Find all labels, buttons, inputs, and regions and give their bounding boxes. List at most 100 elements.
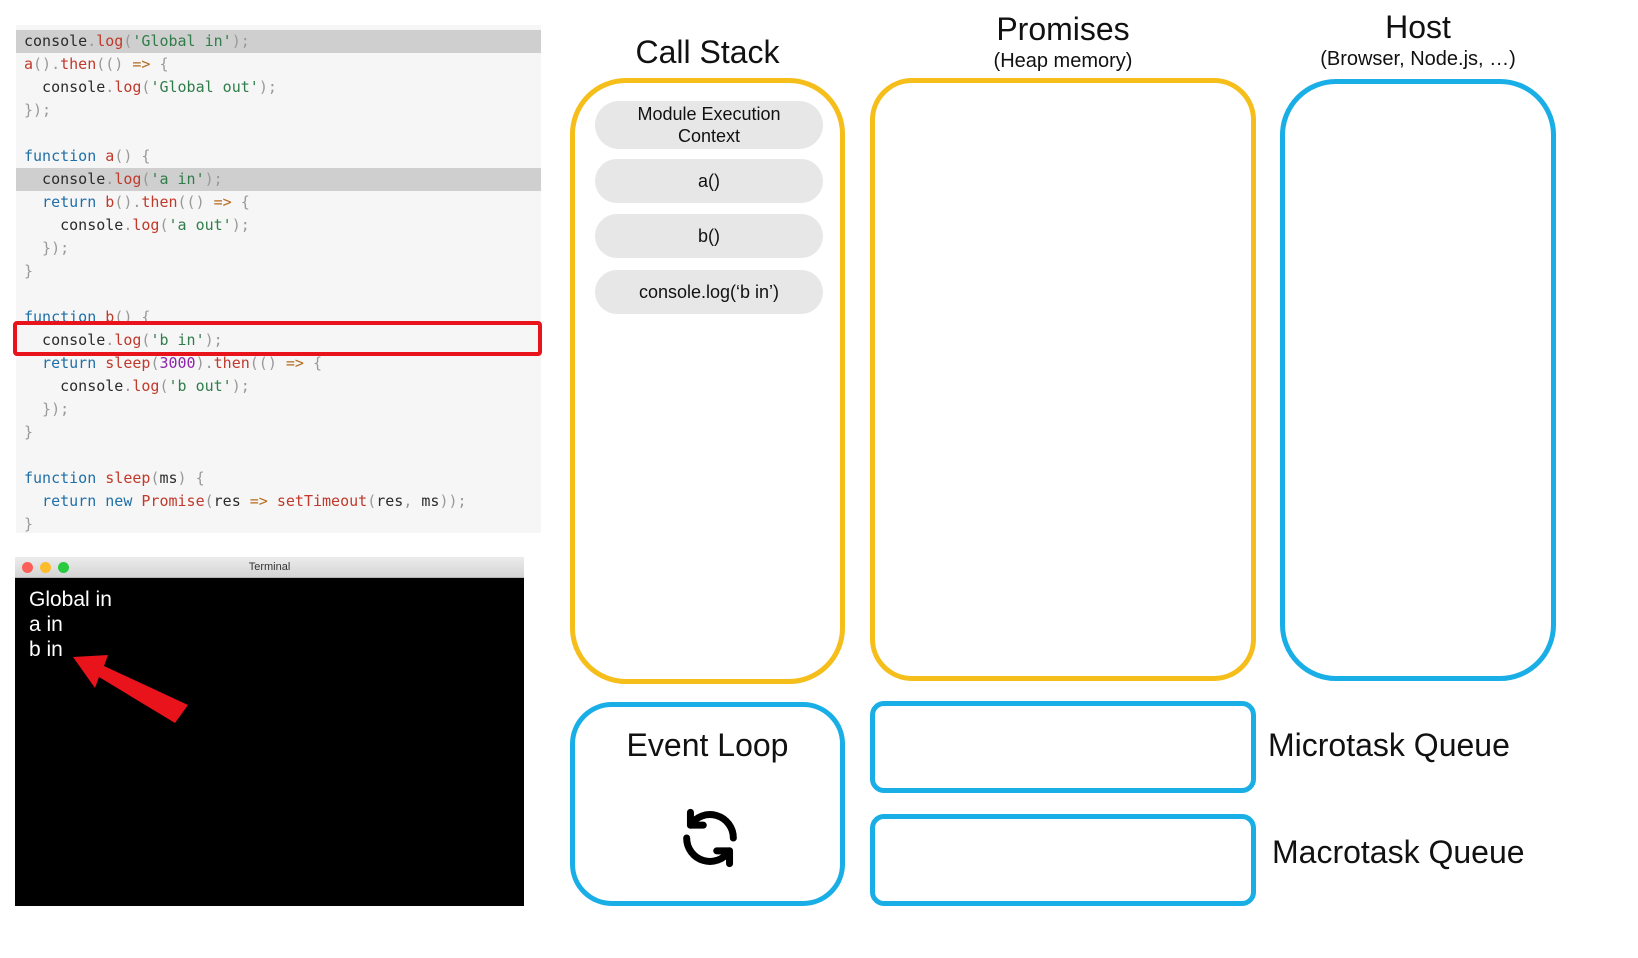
- stack-frame-console-log: console.log(‘b in’): [595, 270, 823, 314]
- code-token: (: [141, 331, 151, 349]
- code-line: console.log('Global in');: [16, 30, 541, 53]
- code-token: 'a out': [168, 216, 232, 234]
- code-token: ) {: [177, 469, 205, 487]
- code-line: return new Promise(res => setTimeout(res…: [16, 490, 541, 513]
- code-token: (: [367, 492, 377, 510]
- code-line: function a() {: [16, 145, 541, 168]
- code-token: then: [213, 354, 250, 372]
- code-token: ms: [159, 469, 178, 487]
- code-token: );: [258, 78, 277, 96]
- code-line: console.log('b out');: [16, 375, 541, 398]
- code-token: 'b in': [150, 331, 205, 349]
- pointer-arrow-icon: [73, 655, 188, 723]
- code-token: ((): [96, 55, 133, 73]
- code-line: return b().then(() => {: [16, 191, 541, 214]
- code-token: 'Global in': [132, 32, 232, 50]
- code-line: console.log('Global out');: [16, 76, 541, 99]
- code-line: [16, 444, 541, 467]
- code-token: .: [105, 170, 115, 188]
- code-token: (: [159, 216, 169, 234]
- code-line: [16, 283, 541, 306]
- code-token: return: [24, 354, 97, 372]
- code-token: res: [376, 492, 404, 510]
- terminal-titlebar: Terminal: [15, 557, 524, 578]
- code-token: ().: [114, 193, 142, 211]
- close-window-icon[interactable]: [22, 562, 33, 573]
- code-token: return: [24, 193, 97, 211]
- code-token: {: [231, 193, 250, 211]
- code-token: );: [204, 170, 223, 188]
- code-token: (: [141, 78, 151, 96]
- code-token: =>: [213, 193, 232, 211]
- event-loop-title: Event Loop: [626, 727, 789, 763]
- code-token: log: [96, 32, 124, 50]
- code-token: sleep: [105, 354, 151, 372]
- code-line: }: [16, 513, 541, 536]
- code-token: .: [105, 331, 115, 349]
- code-token: (: [159, 377, 169, 395]
- code-token: );: [231, 216, 250, 234]
- code-token: {: [303, 354, 323, 372]
- code-token: b: [105, 193, 115, 211]
- event-loop-box: Event Loop: [570, 702, 845, 906]
- code-line: });: [16, 398, 541, 421]
- code-token: .: [87, 32, 97, 50]
- code-token: res: [213, 492, 250, 510]
- code-token: 'Global out': [150, 78, 259, 96]
- code-token: () {: [114, 147, 151, 165]
- code-token: }: [24, 423, 34, 441]
- terminal-window: Terminal Global in a in b in: [15, 557, 524, 906]
- code-token: Promise: [141, 492, 205, 510]
- host-subtitle: (Browser, Node.js, …): [1320, 48, 1516, 70]
- code-token: });: [24, 239, 70, 257]
- code-token: a: [24, 55, 34, 73]
- code-token: 3000: [159, 354, 196, 372]
- code-token: ((): [249, 354, 286, 372]
- code-token: =>: [132, 55, 151, 73]
- microtask-queue-label: Microtask Queue: [1268, 727, 1510, 763]
- macrotask-queue-box: [870, 814, 1256, 906]
- code-token: .: [123, 216, 133, 234]
- call-stack-title: Call Stack: [635, 34, 780, 70]
- code-token: .: [105, 78, 115, 96]
- code-token: [96, 147, 105, 165]
- code-token: =>: [285, 354, 304, 372]
- code-token: console: [24, 170, 106, 188]
- terminal-line: Global in: [29, 588, 112, 611]
- code-token: return new: [24, 492, 133, 510]
- code-token: console: [24, 377, 124, 395]
- code-token: ).: [195, 354, 214, 372]
- code-token: sleep: [105, 469, 151, 487]
- code-token: then: [141, 193, 178, 211]
- code-token: (: [141, 170, 151, 188]
- code-token: log: [114, 170, 142, 188]
- code-token: (: [204, 492, 214, 510]
- code-token: a: [105, 147, 115, 165]
- code-token: setTimeout: [276, 492, 368, 510]
- code-token: [96, 193, 105, 211]
- code-token: =>: [249, 492, 268, 510]
- zoom-window-icon[interactable]: [58, 562, 69, 573]
- promises-title: Promises: [996, 11, 1130, 47]
- code-token: 'b out': [168, 377, 232, 395]
- host-box: [1280, 79, 1556, 681]
- code-token: ms: [421, 492, 440, 510]
- code-token: log: [114, 78, 142, 96]
- stack-frame-module: Module Execution Context: [595, 101, 823, 149]
- macrotask-queue-label: Macrotask Queue: [1272, 834, 1525, 870]
- microtask-queue-box: [870, 701, 1256, 793]
- code-token: ().: [33, 55, 61, 73]
- code-token: [268, 492, 277, 510]
- promises-box: [870, 78, 1256, 681]
- code-token: 'a in': [150, 170, 205, 188]
- code-token: log: [132, 377, 160, 395]
- code-token: (: [150, 469, 160, 487]
- code-token: console: [24, 216, 124, 234]
- code-token: log: [132, 216, 160, 234]
- code-token: (: [150, 354, 160, 372]
- minimize-window-icon[interactable]: [40, 562, 51, 573]
- refresh-icon: [683, 808, 737, 868]
- code-token: );: [231, 377, 250, 395]
- call-stack-box: [570, 78, 845, 684]
- code-token: ));: [439, 492, 467, 510]
